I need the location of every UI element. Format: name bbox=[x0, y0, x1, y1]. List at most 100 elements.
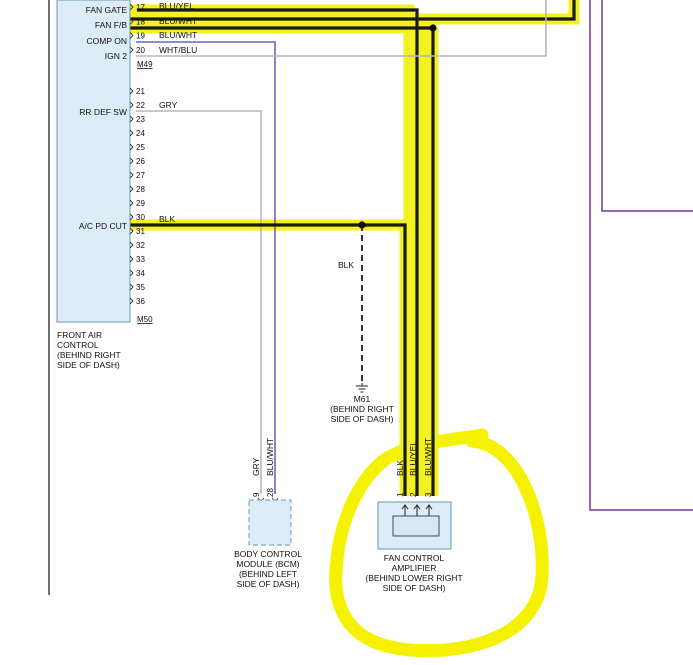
svg-text:(BEHIND RIGHT: (BEHIND RIGHT bbox=[57, 350, 121, 360]
wire-label-p20: WHT/BLU bbox=[159, 45, 197, 55]
pin-notch bbox=[129, 3, 134, 11]
wire-blu-wht-18 bbox=[129, 0, 576, 21]
pin-notch bbox=[129, 241, 134, 249]
pin-notch bbox=[129, 213, 134, 221]
pin-notch bbox=[129, 115, 134, 123]
wire-gry bbox=[136, 110, 262, 494]
amp-pin-3: 3 bbox=[424, 492, 433, 497]
pin-label-fan-gate: FAN GATE bbox=[86, 5, 128, 15]
svg-text:CONTROL: CONTROL bbox=[57, 340, 99, 350]
front-air-control-module bbox=[56, 0, 131, 323]
ground-location-line-1: (BEHIND RIGHT bbox=[330, 404, 394, 414]
pin-label-fan-fb: FAN F/B bbox=[95, 20, 127, 30]
pin-number: 19 bbox=[136, 32, 145, 41]
ground-location-line-2: SIDE OF DASH) bbox=[331, 414, 394, 424]
wire-label-p18: BLU/WHT bbox=[159, 16, 197, 26]
pin-notch bbox=[129, 101, 134, 109]
amp-wire-label-2: BLU/YEL bbox=[408, 441, 418, 476]
right-frame-wire-2 bbox=[601, 0, 693, 212]
bcm-pin-9: 9 bbox=[252, 492, 261, 497]
svg-text:BODY CONTROL: BODY CONTROL bbox=[234, 549, 302, 559]
pin-number: 21 bbox=[136, 87, 145, 96]
wire-blk bbox=[129, 223, 407, 496]
right-frame-wire-1 bbox=[589, 0, 693, 511]
svg-text:MODULE (BCM): MODULE (BCM) bbox=[236, 559, 299, 569]
wire-label-p17: BLU/YEL bbox=[159, 1, 194, 11]
amplifier-pin-arrows bbox=[401, 504, 433, 516]
svg-text:SIDE OF DASH): SIDE OF DASH) bbox=[57, 360, 120, 370]
pin-label-comp-on: COMP ON bbox=[87, 36, 127, 46]
pin-notch bbox=[129, 185, 134, 193]
pin-notch bbox=[129, 297, 134, 305]
pin-notch bbox=[129, 143, 134, 151]
bcm-module bbox=[248, 499, 292, 546]
pin-number: 34 bbox=[136, 269, 145, 278]
svg-text:FAN CONTROL: FAN CONTROL bbox=[384, 553, 445, 563]
pin-number: 28 bbox=[136, 185, 145, 194]
pin-notch bbox=[129, 269, 134, 277]
pin-number: 31 bbox=[136, 227, 145, 236]
pin-notch bbox=[129, 157, 134, 165]
wire-blu-wht-19 bbox=[129, 26, 435, 496]
svg-text:FRONT AIR: FRONT AIR bbox=[57, 330, 102, 340]
pin-number: 29 bbox=[136, 199, 145, 208]
wire-label-p22: GRY bbox=[159, 100, 178, 110]
amp-pin-1: 1 bbox=[396, 492, 405, 497]
amp-wire-label-3: BLU/WHT bbox=[423, 438, 433, 476]
pin-number: 25 bbox=[136, 143, 145, 152]
bcm-wire-label-gry: GRY bbox=[251, 457, 261, 476]
wire-blu-yel bbox=[137, 8, 419, 496]
connector-id-m50: M50 bbox=[137, 315, 153, 324]
wire-blu-wht-bcm bbox=[136, 41, 276, 494]
pin-label-rr-def-sw: RR DEF SW bbox=[79, 107, 127, 117]
ground-label: M61 bbox=[354, 394, 371, 404]
pin-notch bbox=[129, 129, 134, 137]
pin-notch bbox=[129, 171, 134, 179]
annotation-circle bbox=[329, 428, 549, 658]
svg-text:(BEHIND LEFT: (BEHIND LEFT bbox=[239, 569, 297, 579]
wire-label-p30: BLK bbox=[159, 214, 175, 224]
pin-number: 32 bbox=[136, 241, 145, 250]
connector-pins bbox=[129, 3, 134, 305]
pin-notch bbox=[129, 87, 134, 95]
pin-number: 24 bbox=[136, 129, 145, 138]
pin-notch bbox=[129, 255, 134, 263]
splice-dot-blk bbox=[358, 221, 366, 229]
connector-id-m49: M49 bbox=[137, 60, 153, 69]
front-air-control-caption: FRONT AIR CONTROL (BEHIND RIGHT SIDE OF … bbox=[57, 330, 121, 370]
pin-notch bbox=[129, 283, 134, 291]
wire-wht-blu bbox=[136, 0, 547, 57]
ground-symbol bbox=[356, 383, 368, 393]
pin-number: 18 bbox=[136, 17, 145, 26]
splice-dot-top bbox=[429, 24, 437, 32]
bcm-pin-28: 28 bbox=[266, 488, 275, 497]
pin-notch bbox=[129, 227, 134, 235]
pin-number: 20 bbox=[136, 46, 145, 55]
pin-number: 17 bbox=[136, 3, 145, 12]
pin-number: 35 bbox=[136, 283, 145, 292]
svg-text:AMPLIFIER: AMPLIFIER bbox=[392, 563, 437, 573]
pin-notch bbox=[129, 199, 134, 207]
pin-number: 23 bbox=[136, 115, 145, 124]
svg-text:(BEHIND LOWER RIGHT: (BEHIND LOWER RIGHT bbox=[365, 573, 462, 583]
fan-amp-caption: FAN CONTROL AMPLIFIER (BEHIND LOWER RIGH… bbox=[365, 553, 462, 593]
svg-text:SIDE OF DASH): SIDE OF DASH) bbox=[383, 583, 446, 593]
bcm-caption: BODY CONTROL MODULE (BCM) (BEHIND LEFT S… bbox=[234, 549, 302, 589]
pin-notch bbox=[129, 32, 134, 39]
svg-text:SIDE OF DASH): SIDE OF DASH) bbox=[237, 579, 300, 589]
pin-label-ac-pd-cut: A/C PD CUT bbox=[79, 221, 127, 231]
pin-number: 27 bbox=[136, 171, 145, 180]
pin-notch bbox=[129, 46, 134, 54]
amplifier-inner-block bbox=[392, 515, 440, 537]
wire-label-p19: BLU/WHT bbox=[159, 30, 197, 40]
wire-label-ground-drop: BLK bbox=[338, 260, 354, 270]
pin-number: 22 bbox=[136, 101, 145, 110]
pin-number: 36 bbox=[136, 297, 145, 306]
pin-label-ign-2: IGN 2 bbox=[105, 51, 127, 61]
amp-pin-2: 2 bbox=[409, 492, 418, 497]
amp-wire-label-1: BLK bbox=[395, 460, 405, 476]
pin-number: 33 bbox=[136, 255, 145, 264]
pin-number: 26 bbox=[136, 157, 145, 166]
